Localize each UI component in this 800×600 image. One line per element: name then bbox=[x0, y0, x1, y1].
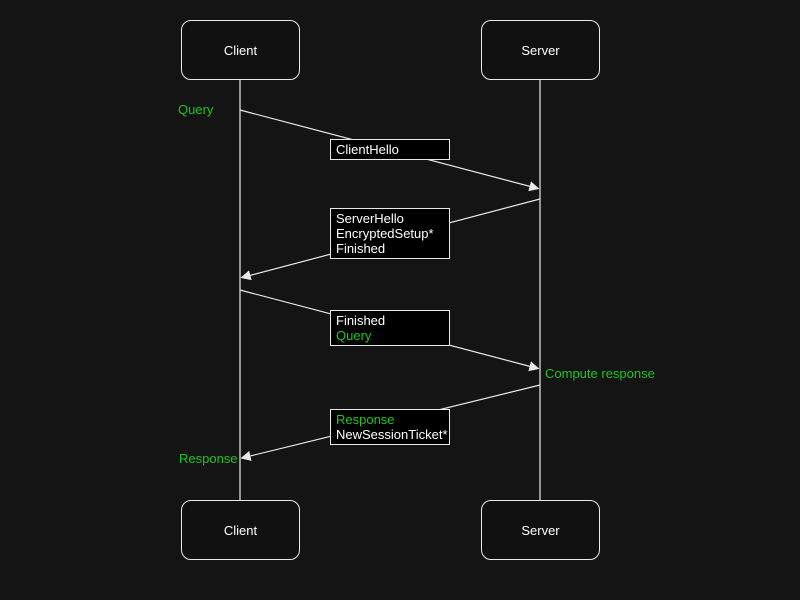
message-line: Query bbox=[336, 328, 372, 343]
actor-client-bottom-label: Client bbox=[223, 522, 258, 538]
actor-server-bottom-label: Server bbox=[521, 522, 560, 538]
message-line: Finished bbox=[336, 313, 386, 328]
message-label-response-ticket: Response NewSessionTicket* bbox=[330, 409, 450, 445]
message-line: NewSessionTicket* bbox=[336, 427, 448, 442]
message-label-clienthello: ClientHello bbox=[330, 139, 450, 160]
actor-client-top-label: Client bbox=[223, 42, 258, 58]
annotation-query: Query bbox=[178, 102, 214, 117]
actor-client-bottom: Client bbox=[181, 500, 300, 560]
message-label-serverhello: ServerHello EncryptedSetup* Finished bbox=[330, 208, 450, 259]
actor-server-bottom: Server bbox=[481, 500, 600, 560]
annotation-response: Response bbox=[179, 451, 238, 466]
actor-client-top: Client bbox=[181, 20, 300, 80]
message-label-finished-query: Finished Query bbox=[330, 310, 450, 346]
actor-server-top-label: Server bbox=[521, 42, 560, 58]
message-line: ServerHello bbox=[336, 211, 404, 226]
message-line: ClientHello bbox=[336, 142, 399, 157]
message-line: EncryptedSetup* bbox=[336, 226, 434, 241]
message-line: Finished bbox=[336, 241, 386, 256]
actor-server-top: Server bbox=[481, 20, 600, 80]
message-line: Response bbox=[336, 412, 395, 427]
annotation-compute-response: Compute response bbox=[545, 366, 655, 381]
